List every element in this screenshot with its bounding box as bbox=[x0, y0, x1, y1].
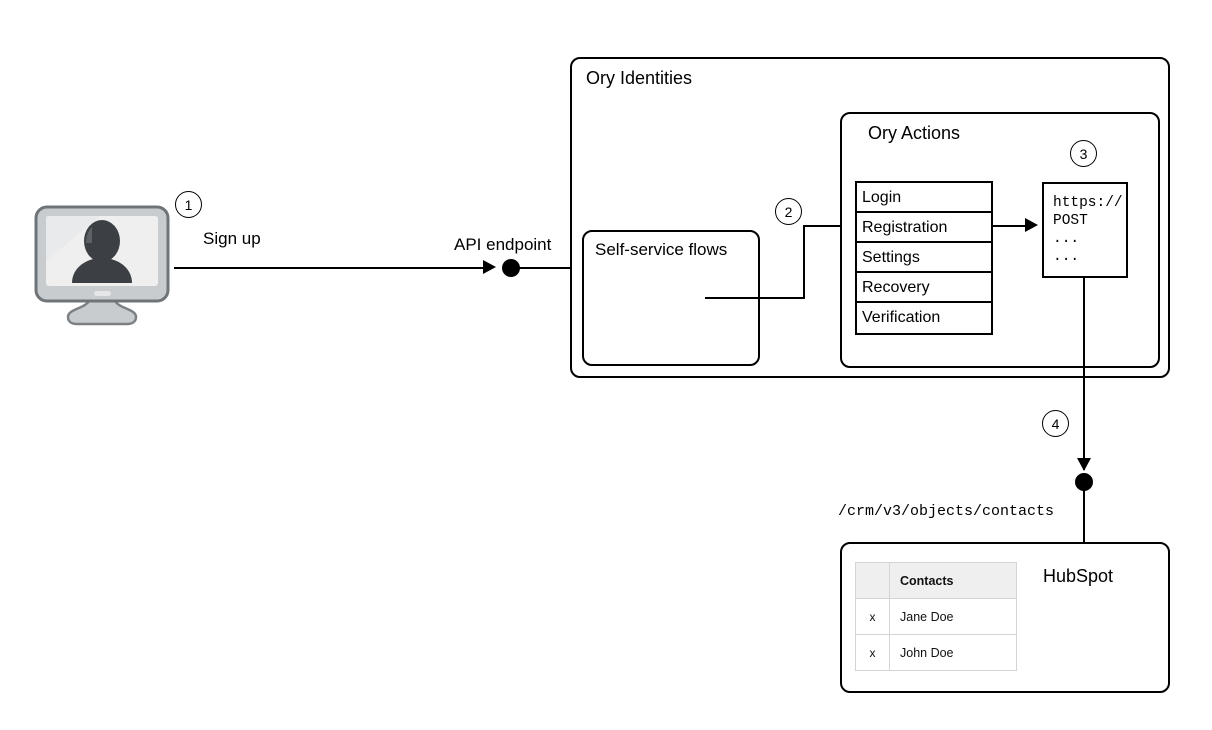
contacts-table: Contacts x Jane Doe x John Doe bbox=[855, 562, 1017, 671]
contacts-row-mark: x bbox=[855, 634, 890, 671]
step-badge-2: 2 bbox=[775, 198, 802, 225]
contacts-table-header-row: Contacts bbox=[855, 562, 1017, 599]
contacts-table-head: Contacts bbox=[855, 562, 1017, 599]
step-badge-3: 3 bbox=[1070, 140, 1097, 167]
user-monitor-icon bbox=[34, 205, 170, 335]
step-badge-1: 1 bbox=[175, 191, 202, 218]
contacts-col-mark bbox=[855, 562, 890, 599]
api-endpoint-dot bbox=[502, 259, 520, 277]
contacts-row-name: Jane Doe bbox=[889, 598, 1017, 635]
api-endpoint-label: API endpoint bbox=[454, 235, 552, 254]
webhook-to-hubspot-line bbox=[1083, 278, 1085, 470]
contacts-row-mark: x bbox=[855, 598, 890, 635]
registration-to-webhook-line bbox=[993, 225, 1026, 227]
self-service-flow-list: Login Registration Settings Recovery Ver… bbox=[855, 181, 993, 335]
webhook-code-line-3: ... bbox=[1053, 231, 1080, 247]
webhook-code-line-1: https:// bbox=[1053, 195, 1123, 211]
table-row[interactable]: x Jane Doe bbox=[855, 598, 1017, 635]
hubspot-title: HubSpot bbox=[1043, 566, 1114, 586]
signup-arrow-line bbox=[174, 267, 483, 269]
sign-up-label: Sign up bbox=[203, 229, 261, 248]
contacts-col-name: Contacts bbox=[889, 562, 1017, 599]
self-service-flows-title: Self-service flows bbox=[595, 240, 728, 259]
webhook-code-line-4: ... bbox=[1053, 249, 1080, 265]
ory-identities-title: Ory Identities bbox=[586, 68, 693, 88]
flow-item-verification[interactable]: Verification bbox=[862, 309, 941, 326]
signup-arrow-head bbox=[483, 260, 496, 274]
api-endpoint-connector bbox=[518, 267, 572, 269]
flow-item-recovery[interactable]: Recovery bbox=[857, 273, 991, 303]
flows-to-registration-segment-h1 bbox=[705, 297, 804, 299]
ory-actions-title: Ory Actions bbox=[868, 123, 961, 143]
contacts-table-body: x Jane Doe x John Doe bbox=[855, 598, 1017, 671]
webhook-code-box: https:// POST ... ... bbox=[1042, 182, 1128, 278]
table-row[interactable]: x John Doe bbox=[855, 634, 1017, 671]
flow-item-registration[interactable]: Registration bbox=[857, 213, 991, 243]
step-badge-4: 4 bbox=[1042, 410, 1069, 437]
flows-to-registration-segment-h2 bbox=[803, 225, 844, 227]
contacts-row-name: John Doe bbox=[889, 634, 1017, 671]
registration-to-webhook-arrow-head bbox=[1025, 218, 1038, 232]
webhook-code-line-2: POST bbox=[1053, 213, 1088, 229]
flow-item-settings[interactable]: Settings bbox=[857, 243, 991, 273]
hubspot-endpoint-dot bbox=[1075, 473, 1093, 491]
flow-item-login[interactable]: Login bbox=[857, 183, 991, 213]
webhook-to-hubspot-arrow-head bbox=[1077, 458, 1091, 471]
hubspot-api-path-label: /crm/v3/objects/contacts bbox=[838, 503, 1055, 520]
hubspot-endpoint-connector bbox=[1083, 489, 1085, 543]
flows-to-registration-segment-v bbox=[803, 225, 805, 299]
